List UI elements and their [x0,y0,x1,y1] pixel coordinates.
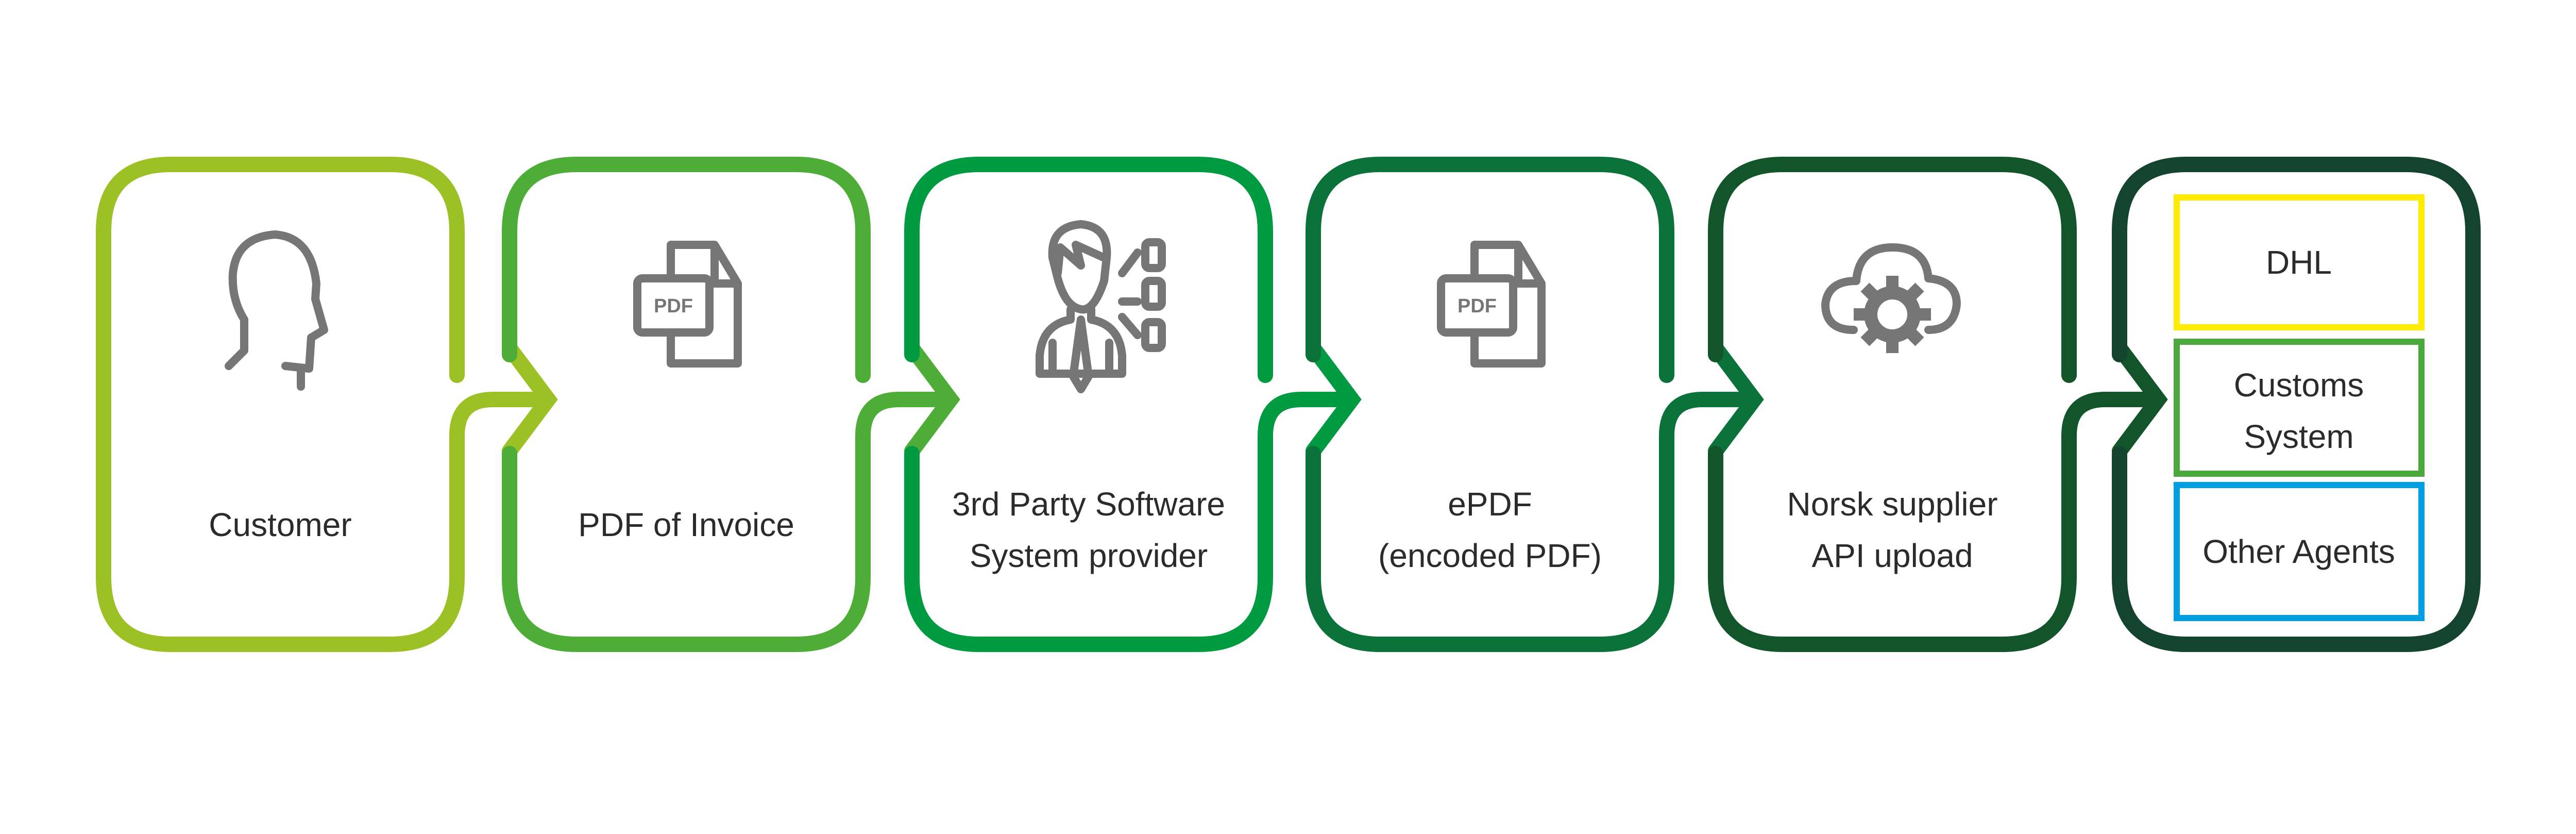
arrow-right-icon [1258,340,1362,459]
step-label: Norsk supplier [1787,486,1997,523]
step-label: 3rd Party Software [952,486,1225,523]
box-outline [2112,157,2481,652]
box-outline [1708,157,2077,652]
destination-label: System [2244,418,2353,455]
destination-label: DHL [2266,244,2332,281]
box-outline [1306,157,1674,652]
step-label: System provider [970,537,1208,574]
destination-other-agents: Other Agents [2174,482,2425,621]
destination-label: Other Agents [2202,533,2395,570]
destination-label: Customs [2234,366,2364,404]
step-label: Customer [209,506,351,543]
box-outline [502,157,871,652]
arrow-right-icon [1659,340,1764,459]
person-head-icon [225,230,328,391]
step-box: Customer [96,157,465,652]
arrow-right-icon [2061,340,2168,459]
step-box: PDF PDF of Invoice [502,157,871,652]
step-label: PDF of Invoice [578,506,794,543]
step-label: ePDF [1448,486,1532,523]
step-box: PDF ePDF (encoded PDF) [1306,157,1674,652]
pdf-file-icon: PDF [633,241,742,368]
box-outline [904,157,1273,652]
pdf-file-icon: PDF [1437,241,1546,368]
arrow-right-icon [855,340,960,459]
arrow-right-icon [449,340,558,459]
destination-frame [2174,339,2425,477]
destination-frame [2174,194,2425,330]
destination-frame [2174,482,2425,621]
pdf-icon-label: PDF [654,295,693,317]
businessman-options-icon [1036,220,1166,393]
step-label: (encoded PDF) [1378,537,1602,574]
pdf-icon-label: PDF [1458,295,1497,317]
box-outline [96,157,465,652]
step-label: API upload [1811,537,1973,574]
destination-dhl: DHL [2174,194,2425,330]
cloud-gear-icon [1821,243,1961,353]
